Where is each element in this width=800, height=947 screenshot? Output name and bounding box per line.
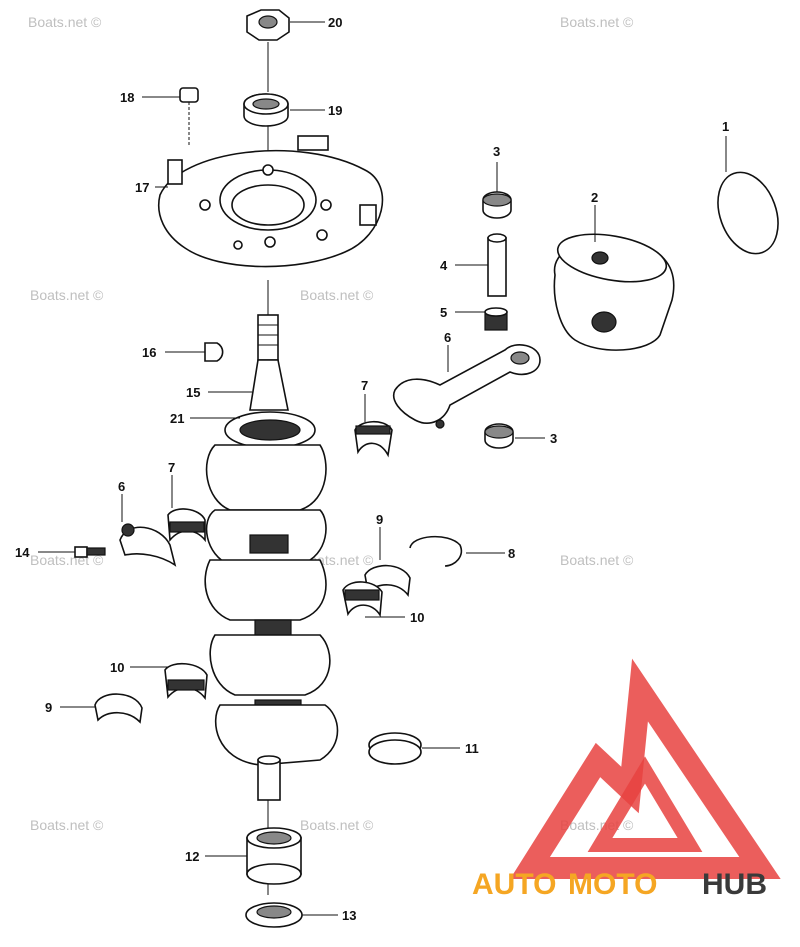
bearing-cage-part-10-left	[164, 662, 208, 701]
needle-bearing-part-5	[484, 307, 508, 331]
callout-6-cap: 6	[118, 479, 125, 494]
bearing-cage-part-7-upper	[354, 420, 393, 458]
watermark: Boats.net ©	[30, 817, 104, 833]
callout-21: 21	[170, 411, 184, 426]
ring-part-11	[368, 732, 422, 765]
crankshaft-part-15	[204, 314, 339, 801]
logo-text-auto: AUTO	[472, 868, 556, 901]
automotohub-logo: AUTO MOTO HUB	[472, 658, 781, 901]
rod-cap-part-6	[119, 523, 177, 567]
rod-bolt-part-14	[74, 546, 106, 558]
callout-11: 11	[465, 741, 479, 756]
callout-17: 17	[135, 180, 149, 195]
callout-1: 1	[722, 119, 729, 134]
callout-7-upper: 7	[361, 378, 368, 393]
callout-8: 8	[508, 546, 515, 561]
callout-7-left: 7	[168, 460, 175, 475]
watermark: Boats.net ©	[30, 287, 104, 303]
callout-3-upper: 3	[493, 144, 500, 159]
callout-18: 18	[120, 90, 134, 105]
logo-triangle-outer	[510, 658, 781, 879]
bearing-plate-part-17	[158, 135, 384, 268]
callout-13: 13	[342, 908, 356, 923]
woodruff-key-part-16	[204, 342, 224, 362]
watermark: Boats.net ©	[560, 552, 634, 568]
callout-12: 12	[185, 849, 199, 864]
callout-5: 5	[440, 305, 447, 320]
retaining-ring-part-8	[409, 535, 463, 567]
bolt-part-18	[179, 87, 199, 145]
piston-ring-part-1	[717, 171, 779, 255]
callout-15: 15	[186, 385, 200, 400]
piston-part-2	[553, 233, 675, 351]
callout-10-right: 10	[410, 610, 424, 625]
washer-part-3-upper	[482, 191, 512, 219]
logo-text-hub: HUB	[702, 868, 767, 901]
seal-part-13	[245, 902, 303, 928]
watermark: Boats.net ©	[560, 14, 634, 30]
callout-20: 20	[328, 15, 342, 30]
washer-part-3-lower	[484, 423, 514, 449]
bearing-half-part-9-left	[94, 693, 143, 724]
callout-19: 19	[328, 103, 342, 118]
bearing-cage-part-7-left	[167, 508, 206, 543]
watermark: Boats.net ©	[28, 14, 102, 30]
wrist-pin-part-4	[487, 233, 507, 297]
seal-part-19	[243, 93, 289, 127]
bearing-cage-part-10-right	[342, 581, 383, 618]
callout-9-left: 9	[45, 700, 52, 715]
watermark: Boats.net ©	[300, 817, 374, 833]
callout-14: 14	[15, 545, 30, 560]
connecting-rod-part-6	[393, 344, 541, 429]
callout-16: 16	[142, 345, 156, 360]
watermark: Boats.net ©	[300, 287, 374, 303]
callout-3-lower: 3	[550, 431, 557, 446]
callout-9-right: 9	[376, 512, 383, 527]
callout-10-left: 10	[110, 660, 124, 675]
nut-part-20	[246, 9, 290, 41]
logo-triangle-inner	[587, 756, 703, 852]
callout-2: 2	[591, 190, 598, 205]
callout-4: 4	[440, 258, 448, 273]
callout-6-rod: 6	[444, 330, 451, 345]
logo-text-moto: MOTO	[568, 868, 657, 901]
roller-bearing-part-12	[246, 827, 302, 885]
